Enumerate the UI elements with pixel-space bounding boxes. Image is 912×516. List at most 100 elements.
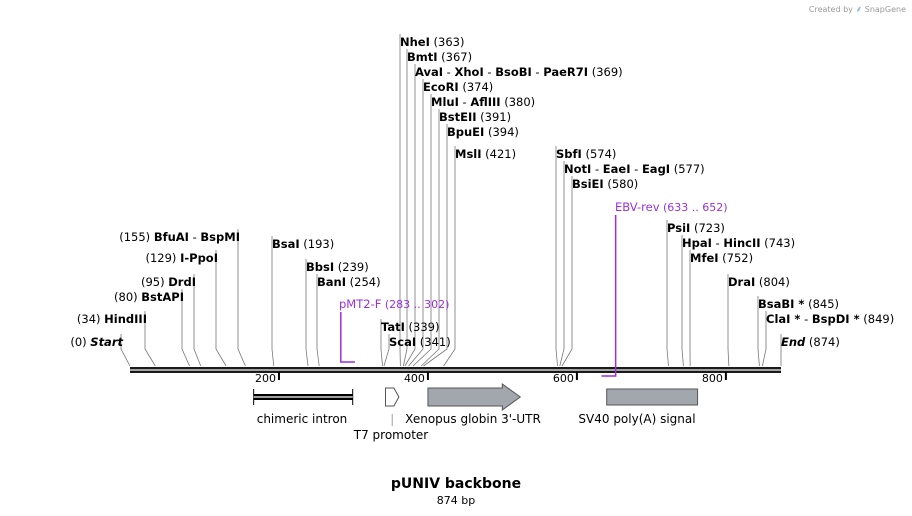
site-leader-hpai <box>681 235 684 367</box>
tick-label-200: 200 <box>255 372 276 385</box>
map-title: pUNIV backbone <box>390 476 522 492</box>
site-position: (374) <box>459 80 494 94</box>
site-position: (363) <box>430 35 465 49</box>
site-position: (752) <box>719 251 754 265</box>
enzyme-name-eagi: EagI <box>642 162 670 176</box>
enzyme-name-mfei: MfeI <box>690 251 719 265</box>
site-label-avai: AvaI - XhoI - BsoBI - PaeR7I (369) <box>415 65 623 79</box>
enzyme-name-bfuai: BfuAI <box>154 230 189 244</box>
site-position: (577) <box>670 162 705 176</box>
site-label-noti: NotI - EaeI - EagI (577) <box>564 162 705 176</box>
site-position: (394) <box>484 125 519 139</box>
site-leader-drdi <box>193 274 202 367</box>
site-label-hpai: HpaI - HincII (743) <box>682 236 795 250</box>
enzyme-name-bsteii: BstEII <box>439 110 477 124</box>
site-position: (849) <box>860 312 895 326</box>
primer-label-pmt2-f: pMT2-F (283 .. 302) <box>339 297 449 311</box>
site-position: (155) <box>119 230 154 244</box>
primer-arrow-ebv-rev <box>601 215 617 377</box>
feature-sv40-poly-a-signal <box>606 388 699 406</box>
site-separator: - <box>630 162 641 176</box>
site-label-bsiei: BsiEI (580) <box>572 177 638 191</box>
feature-t7-promoter <box>384 387 400 407</box>
site-leader-i-ppoi <box>215 250 227 367</box>
site-position: (874) <box>805 335 840 349</box>
site-leader-noti <box>559 161 565 367</box>
primer-range: (283 .. 302) <box>381 298 449 311</box>
primer-annotations: pMT2-F (283 .. 302)EBV-rev (633 .. 652) <box>339 200 728 377</box>
site-label-bsabi: BsaBI * (845) <box>758 297 839 311</box>
site-position: (80) <box>114 290 141 304</box>
credit-text: Created by <box>808 5 853 14</box>
site-separator: - <box>712 236 723 250</box>
site-label-tati: TatI (339) <box>381 320 440 334</box>
enzyme-name-drai: DraI <box>728 275 755 289</box>
site-position: (341) <box>416 335 451 349</box>
enzyme-name-bsai: BsaI <box>272 237 300 251</box>
enzyme-name-hindiii: HindIII <box>104 312 147 326</box>
site-leader-bfuai <box>237 229 246 367</box>
enzyme-name-psii: PsiI <box>667 221 690 235</box>
enzyme-name-noti: NotI <box>564 162 591 176</box>
enzyme-name-bmti: BmtI <box>407 50 438 64</box>
enzyme-name-bbsi: BbsI <box>306 260 334 274</box>
enzyme-name-bani: BanI <box>317 275 346 289</box>
site-position: (239) <box>334 260 369 274</box>
enzyme-name-start: Start <box>90 335 123 349</box>
site-label-nhei: NheI (363) <box>400 35 464 49</box>
enzyme-name-tati: TatI <box>381 320 405 334</box>
site-label-bani: BanI (254) <box>317 275 381 289</box>
site-label-bsteii: BstEII (391) <box>439 110 511 124</box>
site-separator: - <box>532 65 543 79</box>
enzyme-name-hpai: HpaI <box>682 236 712 250</box>
restriction-site-labels: NheI (363)BmtI (367)AvaI - XhoI - BsoBI … <box>70 35 894 349</box>
dna-backbone <box>130 367 781 373</box>
site-position: (193) <box>300 237 335 251</box>
primer-name: pMT2-F <box>339 297 381 311</box>
site-leader-bsteii <box>420 109 440 367</box>
site-separator: - <box>459 95 470 109</box>
site-label-bfuai: (155) BfuAI - BspMI <box>119 230 240 244</box>
site-position: (421) <box>482 147 517 161</box>
primer-name: EBV-rev <box>615 200 660 214</box>
site-position: (0) <box>70 335 90 349</box>
site-label-drai: DraI (804) <box>728 275 790 289</box>
site-label-end: End (874) <box>781 335 840 349</box>
site-label-bpuei: BpuEI (394) <box>447 125 519 139</box>
site-label-bstapi: (80) BstAPI <box>114 290 184 304</box>
site-position: (804) <box>755 275 790 289</box>
site-position: (380) <box>501 95 536 109</box>
enzyme-name-afliii: AflIII <box>470 95 500 109</box>
site-label-msli: MslI (421) <box>455 147 516 161</box>
site-leader-drai <box>727 274 730 367</box>
site-leader-tati <box>380 319 383 367</box>
site-leader-mlui <box>412 94 432 367</box>
site-label-psii: PsiI (723) <box>667 221 725 235</box>
snapgene-credit: Created by ⸙ SnapGene <box>809 2 906 15</box>
enzyme-name-bspmi: BspMI <box>200 230 240 244</box>
site-label-bmti: BmtI (367) <box>407 50 472 64</box>
enzyme-name-eaei: EaeI <box>603 162 631 176</box>
site-leader-bstapi <box>181 289 190 367</box>
feature-xenopus-globin-3-utr <box>427 383 522 411</box>
feature-label-t7-promoter: T7 promoter <box>353 428 429 442</box>
site-leader-clai <box>761 311 767 367</box>
site-leader-bbsi <box>305 259 309 367</box>
site-label-bbsi: BbsI (239) <box>306 260 369 274</box>
enzyme-name-clai: ClaI * <box>766 312 800 326</box>
site-position: (369) <box>588 65 623 79</box>
primer-arrow-pmt2-f <box>340 312 355 363</box>
site-leader-bsai <box>271 236 275 367</box>
enzyme-name-xhoi: XhoI <box>455 65 484 79</box>
site-label-bsai: BsaI (193) <box>272 237 334 251</box>
site-leader-bani <box>316 274 320 367</box>
site-leader-msli <box>443 146 456 367</box>
enzyme-name-bpuei: BpuEI <box>447 125 484 139</box>
site-label-mlui: MluI - AflIII (380) <box>431 95 535 109</box>
backbone-bottom-strand <box>130 370 781 373</box>
enzyme-name-bstapi: BstAPI <box>141 290 184 304</box>
site-leader-bpuei <box>423 124 448 367</box>
enzyme-name-bsabi: BsaBI * <box>758 297 804 311</box>
site-position: (580) <box>604 177 639 191</box>
